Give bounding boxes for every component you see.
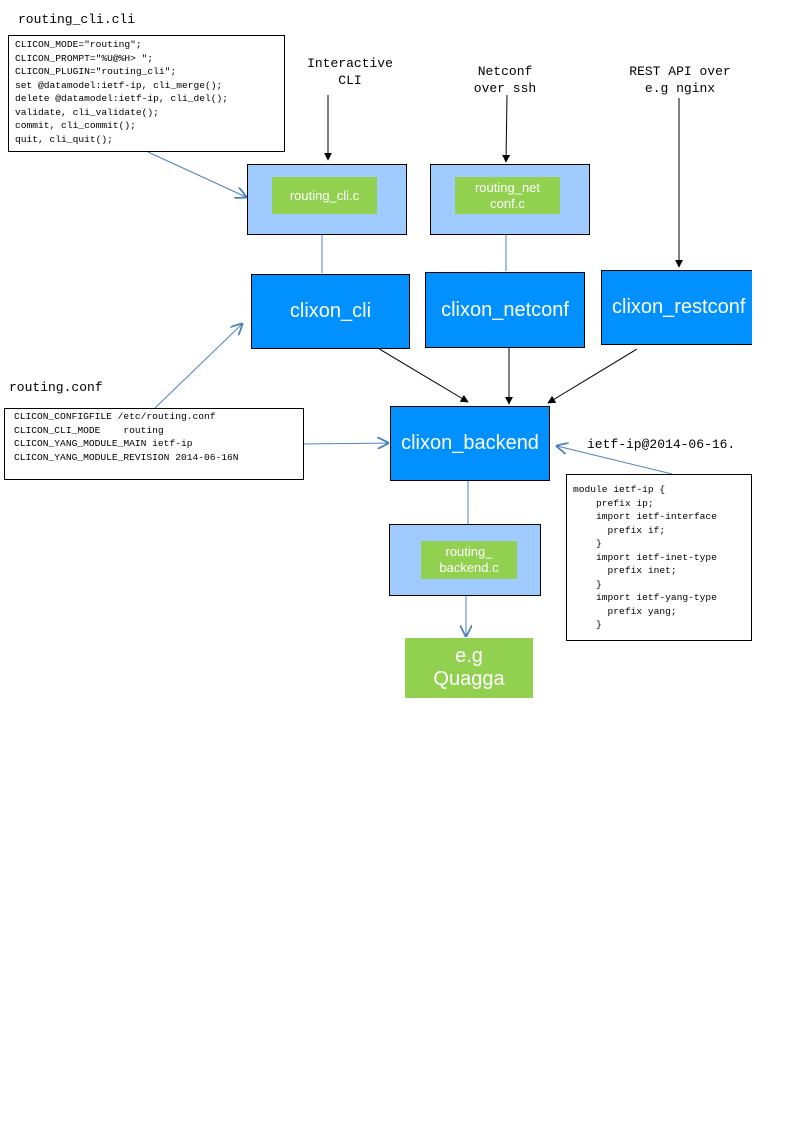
quagga-target: e.g Quagga <box>405 638 533 698</box>
code-line: CLICON_CLI_MODE routing <box>14 424 164 436</box>
code-line: CLICON_PLUGIN="routing_cli"; <box>15 66 177 77</box>
arrow-clispec-to-cli-plugin <box>147 151 246 197</box>
config-title: routing.conf <box>9 380 103 395</box>
restapi-label: REST API over e.g nginx <box>629 64 731 96</box>
code-line: import ietf-interface <box>573 511 717 522</box>
clixon-cli-daemon: clixon_cli <box>251 274 410 349</box>
code-line: delete @datamodel:ietf-ip, cli_del(); <box>15 93 229 104</box>
backend-plugin: routing_ backend.c <box>421 541 517 579</box>
arrow-restconf-to-backend <box>547 348 638 404</box>
interactive-cli-label: Interactive CLI <box>307 56 393 88</box>
clixon-restconf-daemon: clixon_restconf <box>601 270 752 345</box>
code-line: commit, cli_commit(); <box>15 120 136 131</box>
code-line: CLICON_PROMPT="%U@%H> "; <box>15 52 154 64</box>
code-line: CLICON_MODE="routing"; <box>15 39 142 50</box>
arrow-yang-to-backend <box>557 446 673 475</box>
arrow-config-to-backend <box>302 443 388 444</box>
code-line: import ietf-yang-type <box>573 592 717 603</box>
netconf-plugin: routing_net conf.c <box>455 177 560 214</box>
arrow-cli-to-backend <box>375 346 469 403</box>
code-line: } <box>573 619 602 630</box>
code-line: import ietf-inet-type <box>573 551 717 563</box>
code-line: CLICON_YANG_MODULE_REVISION 2014-06-16N <box>14 451 239 463</box>
code-line: } <box>573 538 602 549</box>
cli-spec-code-box: CLICON_MODE="routing"; CLICON_PROMPT="%U@… <box>8 35 285 152</box>
code-line: prefix if; <box>573 524 666 536</box>
cli-spec-title: routing_cli.cli <box>18 12 136 27</box>
arrow-netconf-to-netconf-plugin <box>502 94 511 163</box>
code-line: prefix yang; <box>573 605 677 617</box>
code-line: CLICON_YANG_MODULE_MAIN ietf-ip <box>14 438 193 449</box>
code-line: set @datamodel:ietf-ip, cli_merge(); <box>15 79 223 91</box>
clixon-backend-daemon: clixon_backend <box>390 406 550 481</box>
code-line: module ietf-ip { <box>573 484 666 495</box>
netconf-label: Netconf over ssh <box>473 64 537 96</box>
cli-plugin: routing_cli.c <box>272 177 377 214</box>
code-line: } <box>573 578 602 590</box>
arrow-config-to-cli <box>154 324 242 409</box>
clixon-netconf-daemon: clixon_netconf <box>425 272 585 348</box>
code-line: prefix inet; <box>573 565 677 576</box>
code-line: prefix ip; <box>573 497 654 509</box>
code-line: CLICON_CONFIGFILE /etc/routing.conf <box>14 411 216 422</box>
code-line: validate, cli_validate(); <box>15 106 159 118</box>
yang-title: ietf-ip@2014-06-16. <box>587 437 736 452</box>
yang-code-box: module ietf-ip { prefix ip; import ietf-… <box>566 474 752 641</box>
code-line: quit, cli_quit(); <box>15 133 113 145</box>
